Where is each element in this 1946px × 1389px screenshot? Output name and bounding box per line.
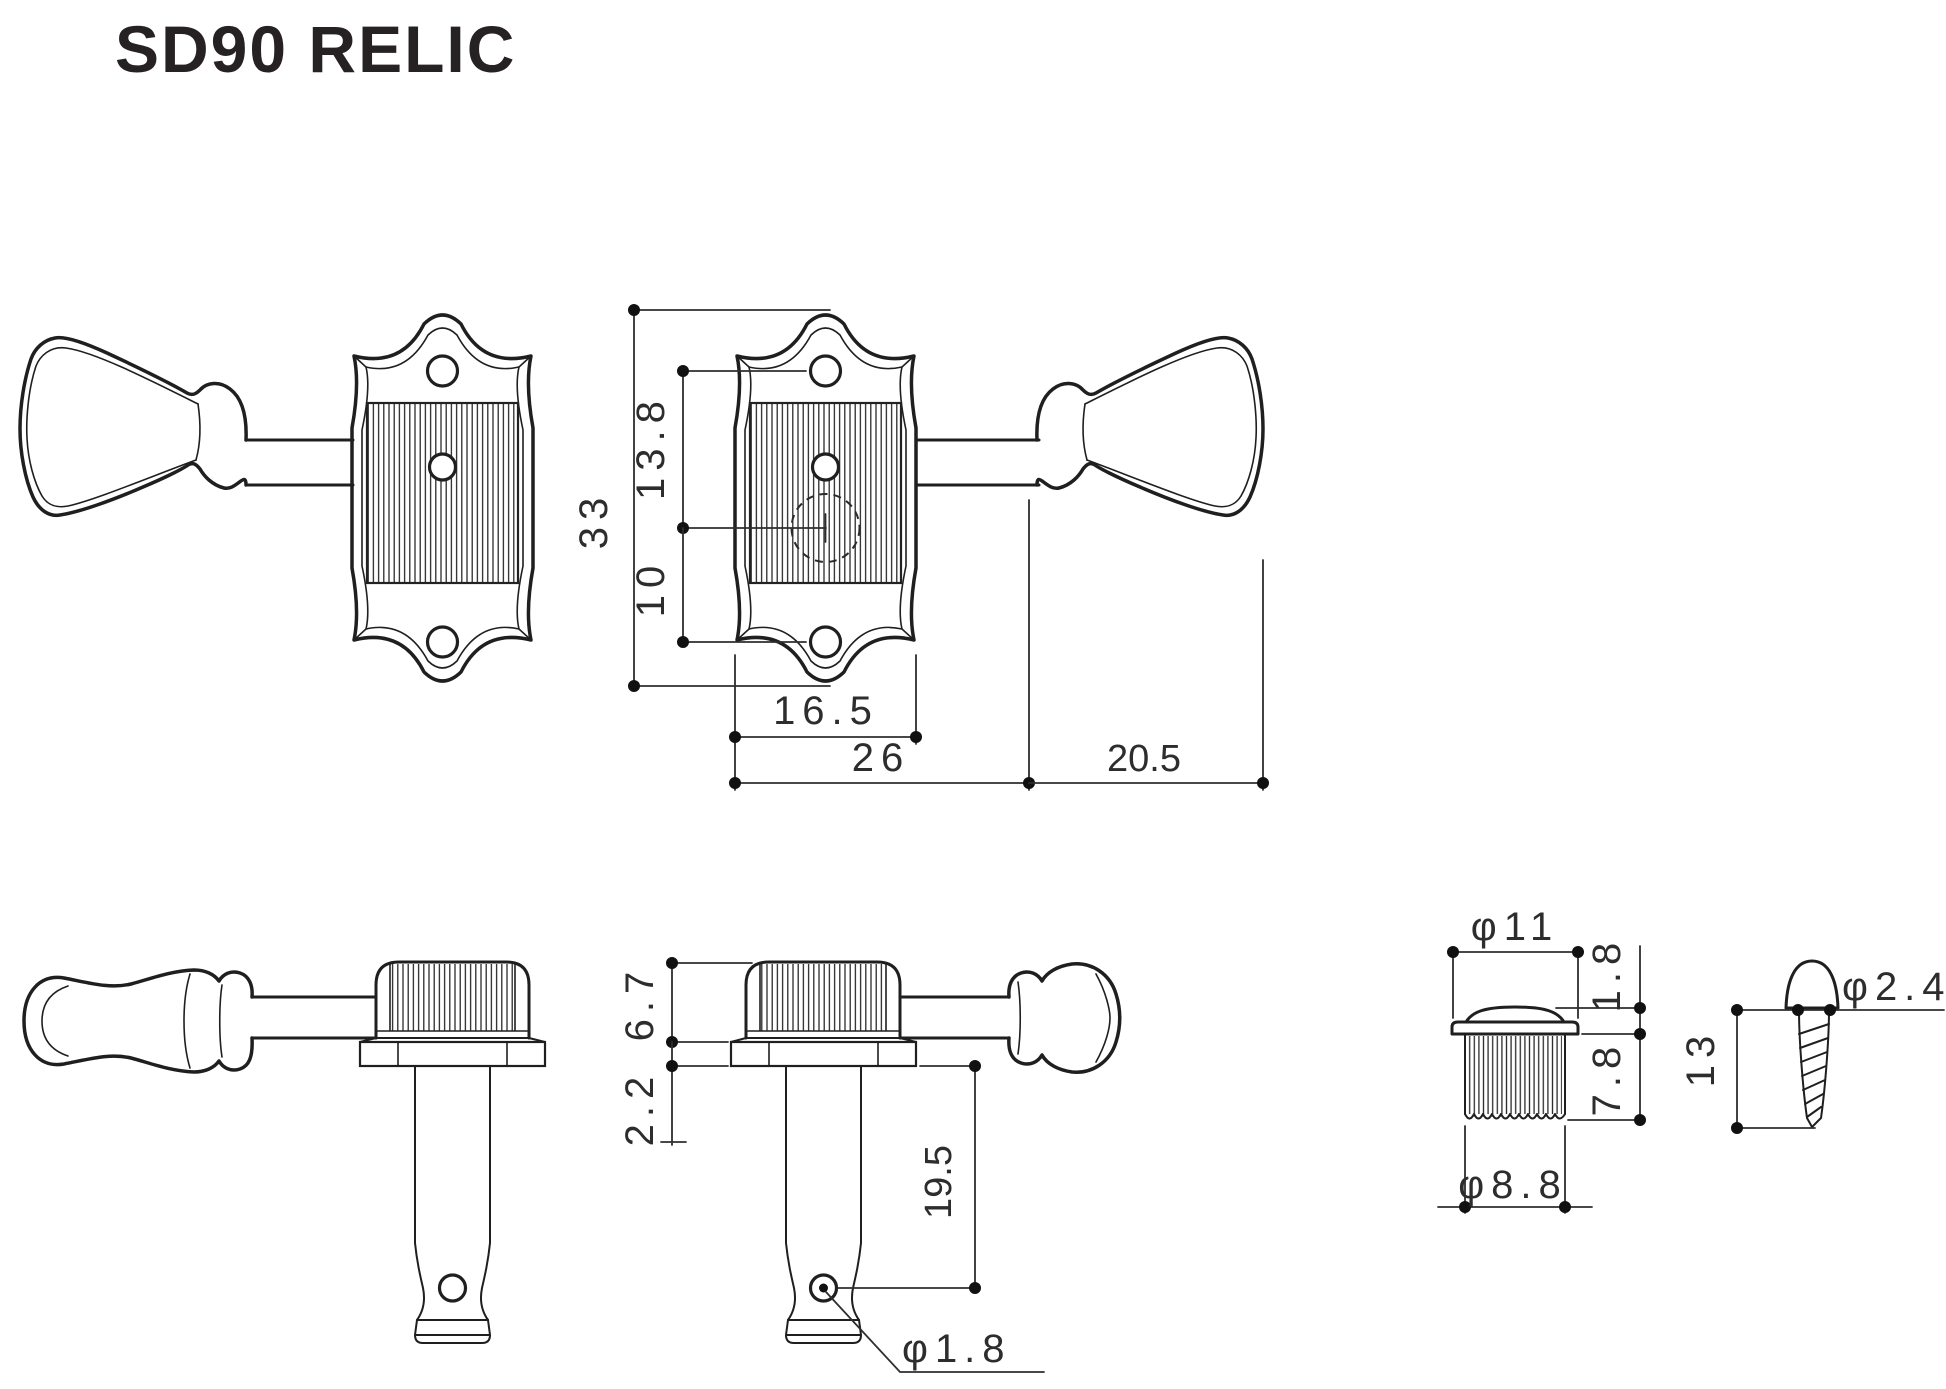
side-view-left-assembly	[22, 960, 547, 1344]
dim-plate-width: 16.5	[773, 689, 879, 733]
dim-screw-length: 13	[1679, 1029, 1723, 1088]
bushing	[1450, 1005, 1580, 1120]
mounting-flange	[729, 1037, 918, 1068]
page-title: SD90 RELIC	[115, 12, 516, 86]
dim-button-length: 20.5	[1107, 738, 1181, 780]
press-fit-circle	[790, 493, 861, 563]
button-side	[22, 968, 254, 1074]
shaft	[898, 995, 1011, 1040]
string-post	[414, 1065, 491, 1344]
string-hole-center	[819, 1283, 828, 1293]
side-view-dimensions: 6.7 2.2 19.5 φ1.8	[618, 957, 1045, 1373]
keystone-button	[18, 335, 248, 518]
dim-flange-dia: φ11	[1471, 905, 1559, 949]
mounting-flange	[358, 1037, 547, 1068]
dim-post-to-bottom-screw: 10	[629, 559, 673, 618]
dim-housing-height: 6.7	[618, 965, 662, 1042]
shaft	[250, 995, 378, 1040]
front-view-right-assembly	[733, 313, 1265, 683]
front-view-left-assembly	[18, 313, 535, 683]
bushing-detail: φ11 1.8 7.8 φ8.8	[1437, 905, 1646, 1214]
dim-top-screw-to-post: 13.8	[629, 394, 673, 500]
dim-string-hole-dia: φ1.8	[902, 1327, 1012, 1371]
dim-body-height: 7.8	[1585, 1040, 1629, 1117]
screw-threads	[1798, 1023, 1830, 1118]
dim-thread-dia: φ2.4	[1842, 965, 1946, 1009]
dim-post-length: 19.5	[918, 1145, 960, 1219]
shaft	[914, 438, 1041, 487]
dim-plate-to-button: 26	[852, 736, 911, 780]
shaft	[245, 438, 355, 487]
screw	[1784, 959, 1840, 1128]
dim-flange-height: 1.8	[1585, 936, 1629, 1013]
tuner-plate	[350, 313, 535, 683]
screw-dimensions: φ2.4 13	[1679, 965, 1946, 1134]
dim-body-dia: φ8.8	[1458, 1163, 1568, 1207]
gear-housing	[744, 960, 902, 1040]
dim-flange-thickness: 2.2	[618, 1070, 662, 1147]
screw-detail: φ2.4 13	[1679, 959, 1946, 1134]
tuner-plate	[733, 313, 918, 683]
button-side	[1007, 962, 1122, 1074]
dim-overall-height: 33	[572, 491, 616, 550]
side-view-center-assembly	[729, 960, 1122, 1344]
keystone-button	[1035, 335, 1265, 518]
bushing-dimensions: φ11 1.8 7.8 φ8.8	[1437, 905, 1646, 1214]
front-view-dimensions: 33 13.8 10 16.5 26 20.5	[572, 304, 1269, 791]
gear-housing	[374, 960, 531, 1040]
